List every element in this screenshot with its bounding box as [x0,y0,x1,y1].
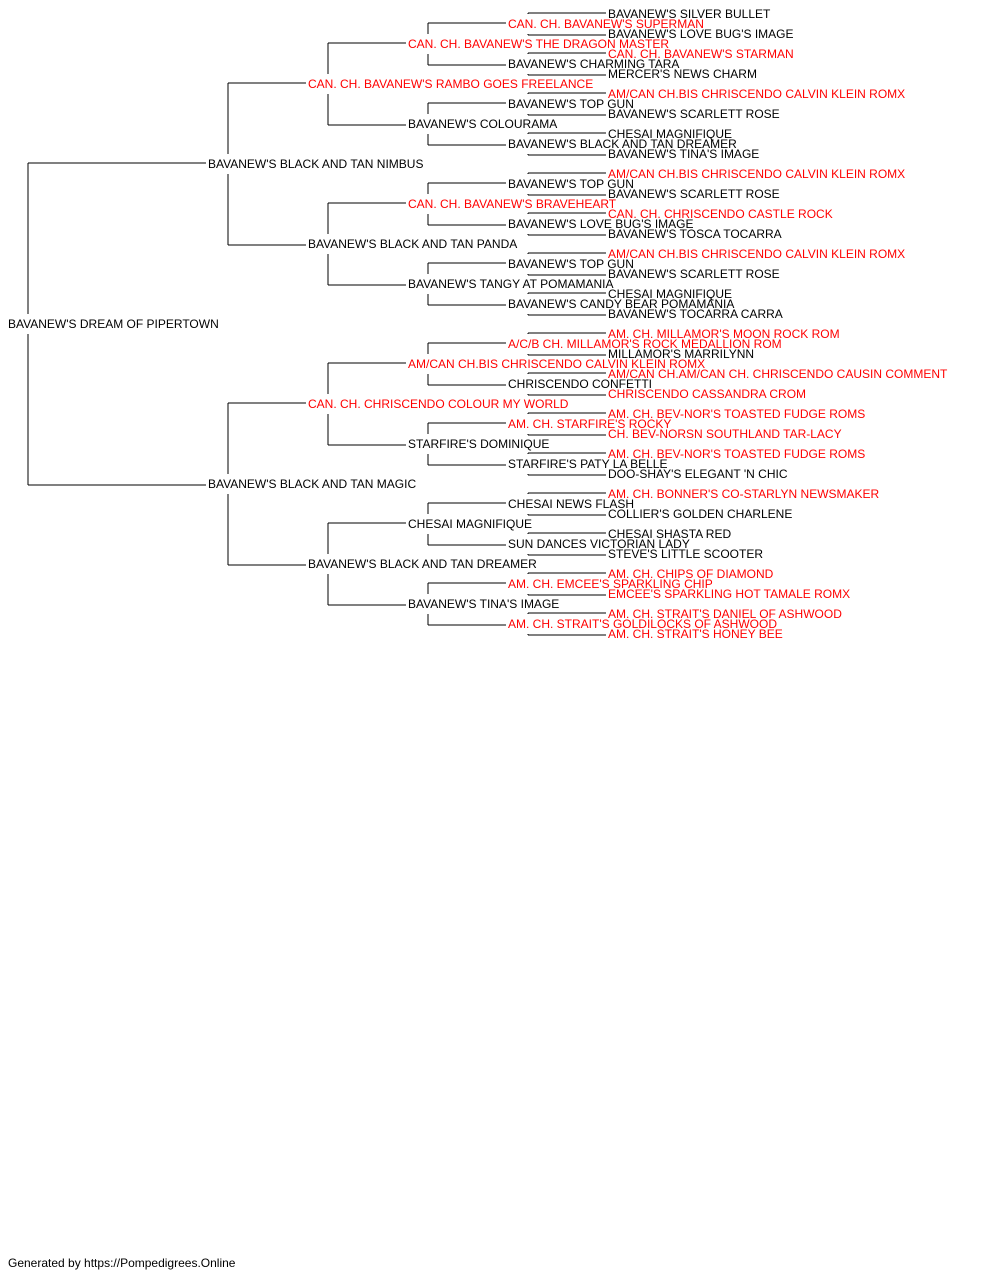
ancestor-name: BAVANEW'S BLACK AND TAN MAGIC [208,477,416,491]
ancestor-name: CHESAI MAGNIFIQUE [408,517,532,531]
ancestor-name: AM/CAN CH.BIS CHRISCENDO CALVIN KLEIN RO… [608,167,905,181]
ancestor-name: BAVANEW'S CANDY BEAR POMAMANIA [508,297,734,311]
ancestor-name: CHESAI MAGNIFIQUE [608,127,732,141]
ancestor-name: CHRISCENDO CASSANDRA CROM [608,387,806,401]
ancestor-name: AM. CH. STARFIRE'S ROCKY [508,417,671,431]
ancestor-name: CHRISCENDO CONFETTI [508,377,652,391]
ancestor-name: AM. CH. STRAIT'S GOLDILOCKS OF ASHWOOD [508,617,777,631]
ancestor-name: AM. CH. CHIPS OF DIAMOND [608,567,774,581]
ancestor-name: MILLAMOR'S MARRILYNN [608,347,754,361]
ancestor-name: BAVANEW'S LOVE BUG'S IMAGE [508,217,694,231]
footer-credit: Generated by https://Pompedigrees.Online [8,1256,236,1270]
ancestor-name: CAN. CH. CHRISCENDO COLOUR MY WORLD [308,397,569,411]
subject-dog-name: BAVANEW'S DREAM OF PIPERTOWN [8,317,219,331]
ancestor-name: BAVANEW'S TANGY AT POMAMANIA [408,277,613,291]
ancestor-name: CHESAI MAGNIFIQUE [608,287,732,301]
ancestor-name: BAVANEW'S TOCARRA CARRA [608,307,783,321]
ancestor-name: STARFIRE'S DOMINIQUE [408,437,549,451]
ancestor-name: BAVANEW'S SCARLETT ROSE [608,187,780,201]
ancestor-name: AM. CH. EMCEE'S SPARKLING CHIP [508,577,713,591]
ancestor-name: COLLIER'S GOLDEN CHARLENE [608,507,792,521]
ancestor-name: STEVE'S LITTLE SCOOTER [608,547,763,561]
ancestor-name: CAN. CH. BAVANEW'S BRAVEHEART [408,197,617,211]
ancestor-name: BAVANEW'S TINA'S IMAGE [408,597,559,611]
ancestor-name: BAVANEW'S CHARMING TARA [508,57,679,71]
ancestor-name: BAVANEW'S TOSCA TOCARRA [608,227,782,241]
ancestor-name: AM/CAN CH.AM/CAN CH. CHRISCENDO CAUSIN C… [608,367,948,381]
ancestor-name: EMCEE'S SPARKLING HOT TAMALE ROMX [608,587,850,601]
ancestor-name: AM. CH. STRAIT'S DANIEL OF ASHWOOD [608,607,842,621]
ancestor-name: AM. CH. STRAIT'S HONEY BEE [608,627,783,641]
ancestor-name: CH. BEV-NORSN SOUTHLAND TAR-LACY [608,427,842,441]
ancestor-name: CAN. CH. BAVANEW'S SUPERMAN [508,17,704,31]
ancestor-name: CHESAI SHASTA RED [608,527,731,541]
ancestor-name: CAN. CH. BAVANEW'S RAMBO GOES FREELANCE [308,77,593,91]
ancestor-name: AM/CAN CH.BIS CHRISCENDO CALVIN KLEIN RO… [408,357,705,371]
ancestor-name: BAVANEW'S SILVER BULLET [608,7,771,21]
ancestor-name: BAVANEW'S TOP GUN [508,257,634,271]
ancestor-name: BAVANEW'S COLOURAMA [408,117,557,131]
ancestor-name: CAN. CH. CHRISCENDO CASTLE ROCK [608,207,833,221]
ancestor-name: MERCER'S NEWS CHARM [608,67,757,81]
ancestor-name: SUN DANCES VICTORIAN LADY [508,537,690,551]
ancestor-name: BAVANEW'S TOP GUN [508,97,634,111]
ancestor-name: AM. CH. MILLAMOR'S MOON ROCK ROM [608,327,840,341]
ancestor-name: AM/CAN CH.BIS CHRISCENDO CALVIN KLEIN RO… [608,247,905,261]
ancestor-name: CAN. CH. BAVANEW'S STARMAN [608,47,794,61]
ancestor-name: BAVANEW'S BLACK AND TAN PANDA [308,237,517,251]
ancestor-name: BAVANEW'S SCARLETT ROSE [608,267,780,281]
ancestor-name: AM/CAN CH.BIS CHRISCENDO CALVIN KLEIN RO… [608,87,905,101]
ancestor-name: AM. CH. BONNER'S CO-STARLYN NEWSMAKER [608,487,880,501]
ancestor-name: BAVANEW'S LOVE BUG'S IMAGE [608,27,794,41]
ancestor-name: CHESAI NEWS FLASH [508,497,634,511]
ancestor-name: AM. CH. BEV-NOR'S TOASTED FUDGE ROMS [608,407,865,421]
ancestor-name: BAVANEW'S TINA'S IMAGE [608,147,759,161]
ancestor-name: AM. CH. BEV-NOR'S TOASTED FUDGE ROMS [608,447,865,461]
ancestor-name: STARFIRE'S PATY LA BELLE [508,457,667,471]
ancestor-name: DOO-SHAY'S ELEGANT 'N CHIC [608,467,788,481]
ancestor-name: BAVANEW'S BLACK AND TAN DREAMER [308,557,537,571]
ancestor-name: CAN. CH. BAVANEW'S THE DRAGON MASTER [408,37,669,51]
ancestor-name: BAVANEW'S SCARLETT ROSE [608,107,780,121]
ancestor-name: BAVANEW'S BLACK AND TAN NIMBUS [208,157,423,171]
ancestor-name: BAVANEW'S TOP GUN [508,177,634,191]
ancestor-name: A/C/B CH. MILLAMOR'S ROCK MEDALLION ROM [508,337,782,351]
ancestor-name: BAVANEW'S BLACK AND TAN DREAMER [508,137,737,151]
